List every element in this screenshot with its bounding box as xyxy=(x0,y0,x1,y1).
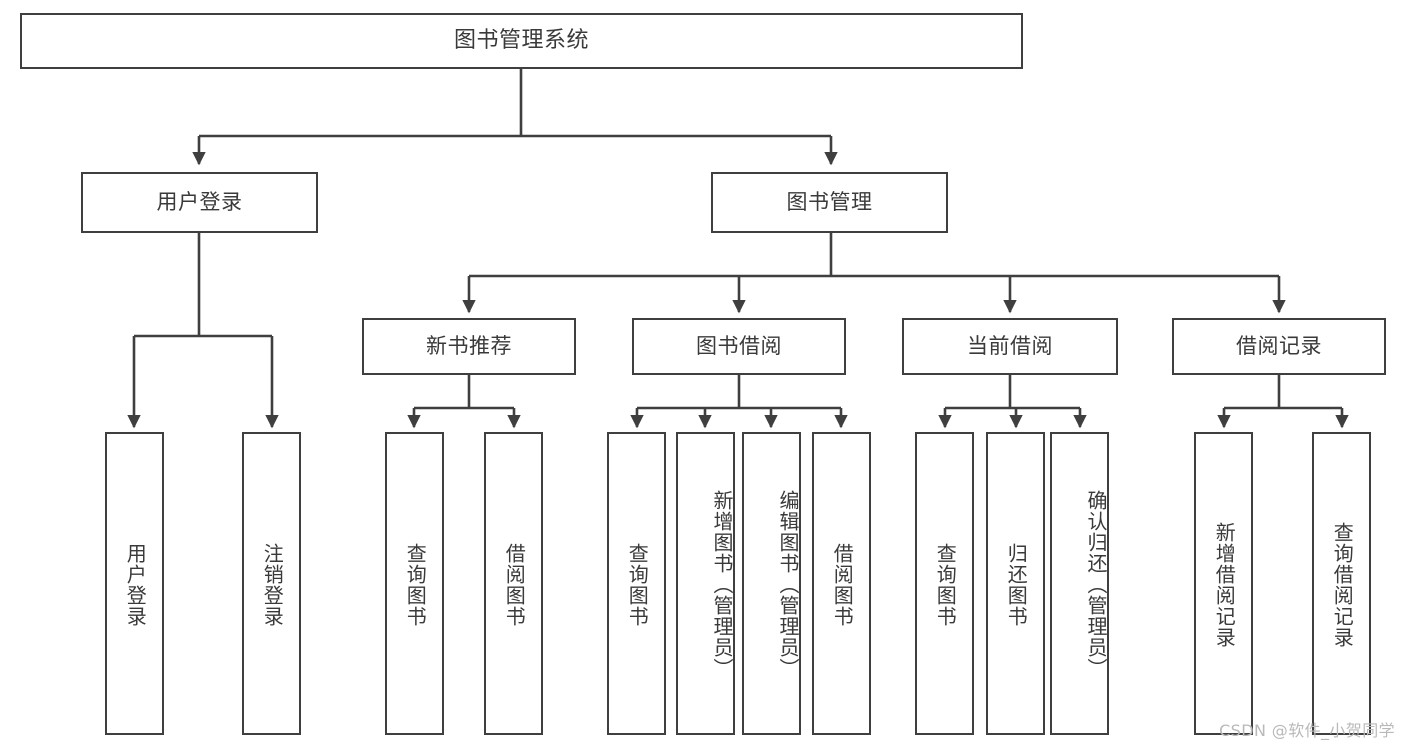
node-label: 借阅记录 xyxy=(1236,334,1322,359)
node-label: 注销登录 xyxy=(260,542,285,627)
leaf-user-login[interactable]: 用户登录 xyxy=(105,432,164,735)
leaf-query-book-borrow[interactable]: 查询图书 xyxy=(607,432,666,735)
leaf-query-book-current[interactable]: 查询图书 xyxy=(915,432,974,735)
node-label: 图书管理系统 xyxy=(453,28,589,54)
node-label: 图书借阅 xyxy=(696,334,782,359)
node-label: 图书管理 xyxy=(786,190,873,215)
node-label: 借阅图书 xyxy=(502,542,527,627)
node-user-login[interactable]: 用户登录 xyxy=(81,172,318,233)
node-label: 编辑图书（管理员） xyxy=(776,490,800,679)
leaf-user-logout[interactable]: 注销登录 xyxy=(242,432,301,735)
leaf-borrow-book-borrow[interactable]: 借阅图书 xyxy=(812,432,871,735)
leaf-edit-book-admin[interactable]: 编辑图书（管理员） xyxy=(742,432,801,735)
leaf-add-book-admin[interactable]: 新增图书（管理员） xyxy=(676,432,735,735)
node-label: 归还图书 xyxy=(1004,542,1029,627)
leaf-query-book-recommend[interactable]: 查询图书 xyxy=(385,432,444,735)
node-label: 新书推荐 xyxy=(426,334,512,359)
node-label: 当前借阅 xyxy=(967,334,1053,359)
node-root-system[interactable]: 图书管理系统 xyxy=(20,13,1023,69)
node-new-book-recommend[interactable]: 新书推荐 xyxy=(362,318,576,375)
node-borrow-record[interactable]: 借阅记录 xyxy=(1172,318,1386,375)
leaf-borrow-book-recommend[interactable]: 借阅图书 xyxy=(484,432,543,735)
node-book-borrow[interactable]: 图书借阅 xyxy=(632,318,846,375)
leaf-query-borrow-record[interactable]: 查询借阅记录 xyxy=(1312,432,1371,735)
node-label: 用户登录 xyxy=(123,542,148,627)
node-label: 借阅图书 xyxy=(830,542,855,627)
node-label: 查询图书 xyxy=(933,542,958,627)
node-book-manage[interactable]: 图书管理 xyxy=(711,172,948,233)
node-label: 用户登录 xyxy=(156,190,243,215)
node-label: 新增借阅记录 xyxy=(1212,521,1237,648)
node-label: 新增图书（管理员） xyxy=(710,490,734,679)
leaf-return-book[interactable]: 归还图书 xyxy=(986,432,1045,735)
node-label: 查询图书 xyxy=(403,542,428,627)
node-current-borrow[interactable]: 当前借阅 xyxy=(902,318,1118,375)
node-label: 查询借阅记录 xyxy=(1330,521,1355,648)
watermark-text: CSDN @软件_小贺同学 xyxy=(1219,721,1395,740)
node-label: 确认归还（管理员） xyxy=(1084,490,1108,679)
node-label: 查询图书 xyxy=(625,542,650,627)
leaf-add-borrow-record[interactable]: 新增借阅记录 xyxy=(1194,432,1253,735)
leaf-confirm-return-admin[interactable]: 确认归还（管理员） xyxy=(1050,432,1109,735)
